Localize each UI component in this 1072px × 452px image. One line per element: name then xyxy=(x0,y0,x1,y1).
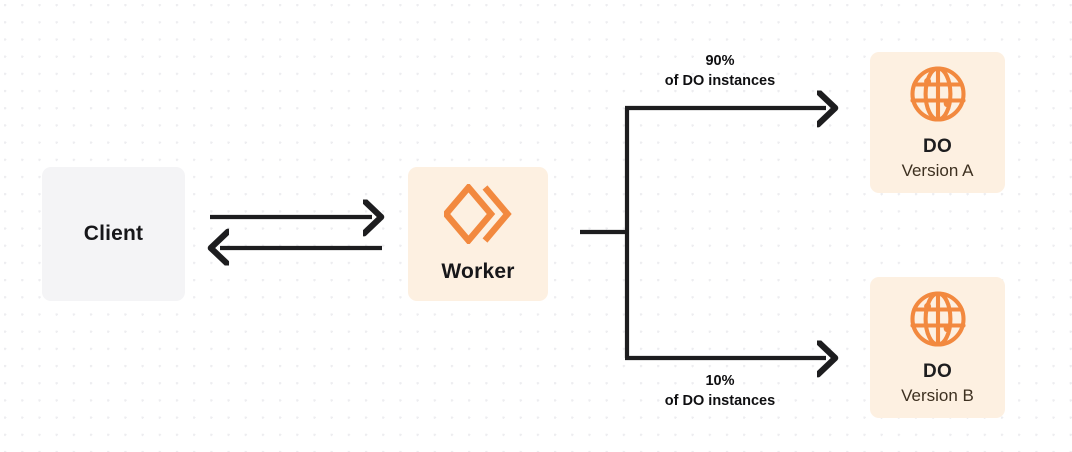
edge-label-do-b-description: of DO instances xyxy=(664,393,776,409)
edge-label-do-b-percent: 10% xyxy=(705,373,735,389)
node-do-b-label: DO xyxy=(922,361,953,382)
cloudflare-workers-logo-icon xyxy=(441,182,512,246)
globe-icon xyxy=(908,64,968,124)
edge-label-do-b: 10% of DO instances xyxy=(620,371,820,411)
node-worker: Worker xyxy=(408,167,548,301)
node-do-b-version: Version B xyxy=(901,386,974,405)
node-do-a-version: Version A xyxy=(901,161,974,180)
node-worker-label: Worker xyxy=(441,260,515,283)
node-do-a-label: DO xyxy=(922,136,953,157)
edge-label-do-a: 90% of DO instances xyxy=(620,51,820,91)
edge-label-do-a-percent: 90% xyxy=(705,53,735,69)
edge-label-do-a-description: of DO instances xyxy=(664,73,776,89)
globe-icon xyxy=(908,289,968,349)
node-do-version-b: DO Version B xyxy=(870,277,1005,418)
node-do-version-a: DO Version A xyxy=(870,52,1005,193)
node-client: Client xyxy=(42,167,185,301)
node-client-label: Client xyxy=(83,222,144,245)
